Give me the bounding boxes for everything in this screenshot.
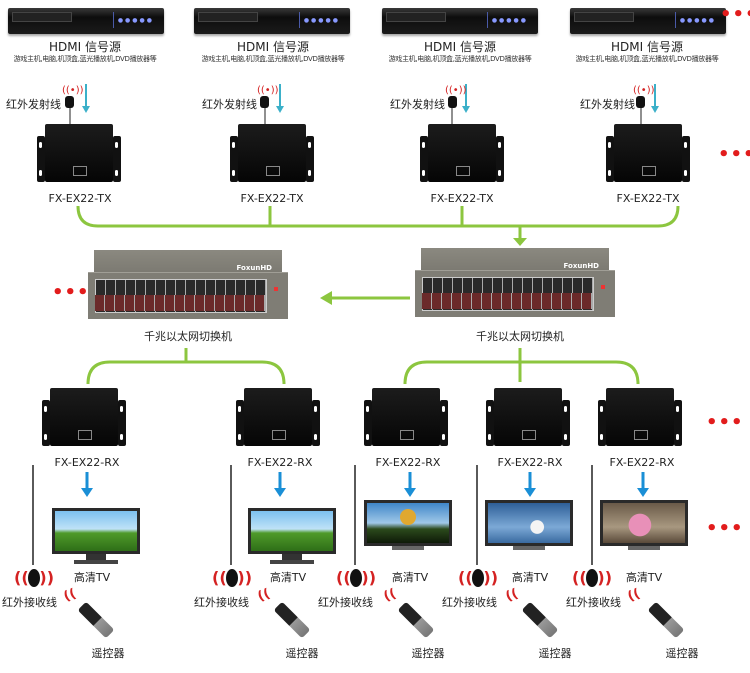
dvd-player-image: ●●●●● [8, 8, 164, 34]
tx-extender-image [420, 124, 504, 186]
arrow-down-switch2 [513, 238, 527, 246]
source-title: HDMI 信号源 [237, 40, 309, 54]
rx-model-label: FX-EX22-RX [375, 456, 441, 469]
arrow-left-switch1 [320, 291, 332, 305]
tx-extender-image [230, 124, 314, 186]
rx-model-label: FX-EX22-RX [54, 456, 120, 469]
ethernet-switch-2: FoxunHD [415, 248, 615, 317]
ir-emitter-label: 红外发射线 [202, 98, 257, 111]
tv-label: 高清TV [391, 571, 429, 584]
remote-label: 遥控器 [538, 647, 572, 660]
ir-receiver-label: 红外接收线 [318, 596, 373, 609]
ir-receiver-icon: (()) [572, 568, 612, 587]
rx-arrows [81, 472, 649, 497]
tv-image [485, 500, 573, 558]
ir-emitter-label: 红外发射线 [390, 98, 445, 111]
tx-model-label: FX-EX22-TX [430, 192, 494, 205]
rx-extender-image [42, 388, 126, 450]
more-switches-ellipsis: ••• [52, 282, 90, 303]
tv-label: 高清TV [73, 571, 111, 584]
ir-receiver-icon: (()) [458, 568, 498, 587]
rx-extender-image [364, 388, 448, 450]
remote-label: 遥控器 [285, 647, 319, 660]
ethernet-switch-1: FoxunHD [88, 250, 288, 319]
ir-receiver-label: 红外接收线 [566, 596, 621, 609]
tx-extender-image [606, 124, 690, 186]
source-subtitle: 游戏主机,电脑,机顶盒,蓝光播放机,DVD播放器等 [13, 55, 157, 63]
ir-emitter-label: 红外发射线 [580, 98, 635, 111]
more-tx-ellipsis: ••• [718, 144, 750, 165]
source-arrows [82, 84, 659, 113]
more-sources-ellipsis: ••• [720, 4, 750, 25]
ir-receiver-icon: (()) [212, 568, 252, 587]
more-tv-ellipsis: ••• [706, 518, 744, 539]
switch-brand: FoxunHD [236, 264, 272, 272]
tv-image [248, 508, 336, 566]
tv-label: 高清TV [511, 571, 549, 584]
ir-emitter-label: 红外发射线 [6, 98, 61, 111]
dvd-player-image: ●●●●● [194, 8, 350, 34]
ir-receiver-cords [32, 465, 593, 565]
ir-receiver-label: 红外接收线 [2, 596, 57, 609]
tx-model-label: FX-EX22-TX [616, 192, 680, 205]
ir-emitter-icon: ((•)) [257, 86, 279, 118]
ir-emitter-icon: ((•)) [62, 86, 84, 118]
source-title: HDMI 信号源 [611, 40, 683, 54]
ir-receiver-icon: (()) [14, 568, 54, 587]
source-subtitle: 游戏主机,电脑,机顶盒,蓝光播放机,DVD播放器等 [575, 55, 719, 63]
ir-emitter-cords [69, 106, 642, 124]
ir-receiver-label: 红外接收线 [194, 596, 249, 609]
switch2-rx-bus [403, 360, 640, 385]
source-subtitle: 游戏主机,电脑,机顶盒,蓝光播放机,DVD播放器等 [388, 55, 532, 63]
remote-label: 遥控器 [411, 647, 445, 660]
ir-receiver-label: 红外接收线 [442, 596, 497, 609]
rx-model-label: FX-EX22-RX [609, 456, 675, 469]
rx-extender-image [598, 388, 682, 450]
ir-emitter-icon: ((•)) [633, 86, 655, 118]
switch-2-label: 千兆以太网切换机 [476, 330, 564, 343]
rx-model-label: FX-EX22-RX [247, 456, 313, 469]
rx-extender-image [486, 388, 570, 450]
tv-image [600, 500, 688, 558]
remote-label: 遥控器 [91, 647, 125, 660]
tv-image [364, 500, 452, 558]
tv-label: 高清TV [269, 571, 307, 584]
rx-extender-image [236, 388, 320, 450]
more-rx-ellipsis: ••• [706, 412, 744, 433]
dvd-player-image: ●●●●● [382, 8, 538, 34]
ir-emitter-icon: ((•)) [445, 86, 467, 118]
switch-1-label: 千兆以太网切换机 [144, 330, 232, 343]
tx-extender-image [37, 124, 121, 186]
tv-label: 高清TV [625, 571, 663, 584]
remote-label: 遥控器 [665, 647, 699, 660]
switch-brand: FoxunHD [563, 262, 599, 270]
tx-model-label: FX-EX22-TX [240, 192, 304, 205]
source-title: HDMI 信号源 [424, 40, 496, 54]
source-title: HDMI 信号源 [49, 40, 121, 54]
ir-receiver-icon: (()) [336, 568, 376, 587]
tv-image [52, 508, 140, 566]
rx-model-label: FX-EX22-RX [497, 456, 563, 469]
dvd-player-image: ●●●●● [570, 8, 726, 34]
tx-model-label: FX-EX22-TX [48, 192, 112, 205]
switch1-rx-bus [86, 360, 286, 385]
tx-bus-line [76, 205, 680, 228]
source-subtitle: 游戏主机,电脑,机顶盒,蓝光播放机,DVD播放器等 [201, 55, 345, 63]
